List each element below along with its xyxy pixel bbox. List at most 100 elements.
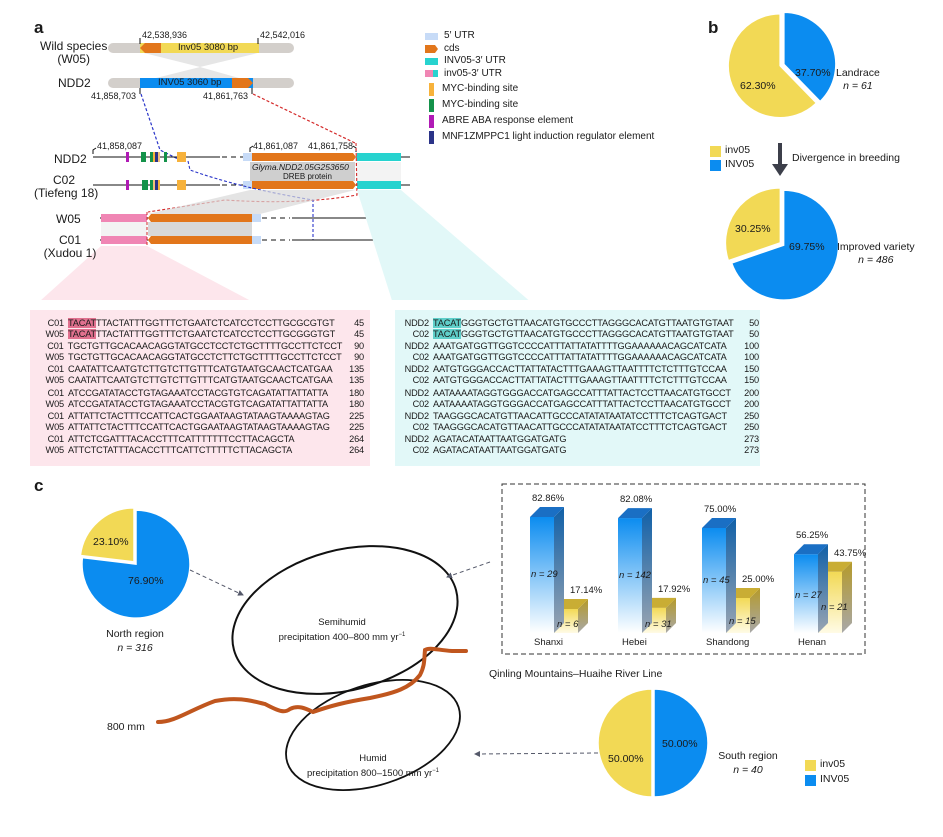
sequence-text: AATGTGGGACCACTTATTATACTTTGAAAGTTAATTTTCT… [433,375,727,386]
sequence-name: NDD2 [404,341,430,352]
province-bar-box [501,483,866,655]
sequence-text: ATTATTCTACTTTCCATTCACTGGAATAAGTATAAGTAAA… [68,421,330,432]
wild-inv-segment [140,43,259,53]
legend-label: ABRE ABA response element [442,115,574,127]
north-n: n = 316 [117,642,153,654]
pink-funnel [41,246,250,300]
sequence-text: AGATACATAATTAATGGATGATG [433,445,567,456]
sequence-text: AAATGATGGTTGGTCCCCATTTATTATATTTTGGAAAAAA… [433,341,727,352]
sequence-position: 180 [349,398,364,409]
bar-INV05 [530,516,554,633]
panel-c-letter: c [34,476,44,495]
sequence: TACATGGGTGCTGTTAACATGTGCCCTTAGGGCACATGTT… [433,318,737,329]
pie-slice-INV05 [783,11,837,103]
pie-north [79,507,191,619]
legend-item: MNF1ZMPPC1 light induction regulator ele… [429,131,654,144]
myc-orange-motif [177,152,186,162]
sequence-name: W05 [45,421,65,432]
abre-swatch-icon [429,115,434,128]
panel-c-diagram [79,483,866,798]
bar-inv05-side [750,588,760,633]
legend-label: inv05-3′ UTR [444,67,503,79]
sequence: ATTATTCTACTTTCCATTCACTGGAATAAGTATAAGTAAA… [68,422,342,433]
legend-item: MYC-binding site [429,99,654,112]
myc-orange-motif [158,180,160,190]
sequence-position: 90 [354,341,364,352]
sequence-name: C02 [412,375,430,386]
sequence-name: NDD2 [404,318,430,328]
sequence-text: AAATGATGGTTGGTCCCCATTTATTATATTTTGGAAAAAA… [433,352,727,363]
landrace-n: n = 61 [843,80,873,92]
semihumid-precip: precipitation 400–800 mm yr [278,632,399,644]
legend-item: 5′ UTR [425,30,654,43]
sequence-text: ATCCGATATACCTGTAGAAATCCTACGTGTCAGATATTAT… [68,398,328,409]
legend-item: INV05-3′ UTR [425,55,654,68]
legend-item: cds [425,43,654,56]
isoline-label: 800 mm [107,721,145,733]
INV05-swatch-icon [710,160,721,171]
bar-INV05-top [618,508,652,519]
north-title: North region [106,628,164,640]
utr5-block [243,181,252,189]
utr3-inv05-swatch-icon [425,70,438,78]
panel-a-diagram [41,38,529,300]
sequence-position: 264 [349,433,364,444]
sequence: AGATACATAATTAATGGATGATG [433,434,737,445]
sequence-text: TTACTATTTGGTTTCTGAATCTCATCCTCCTTGCGCGTGT [96,318,335,328]
sequence-text: GGGTGCTGTTAACATGTGCCCTTAGGGCACATGTTAATGT… [461,329,734,340]
cds-projection-shade [148,190,355,214]
cds-arrow [252,181,356,189]
bar-category-label: Shanxi [534,637,564,648]
sequence-position: 135 [349,375,364,386]
sequence-text: ATTCTCTATTTACACCTTTCATTCTTTTTCTTACAGCTA [68,445,293,456]
wild-inv-label: Inv05 3080 bp [178,42,239,53]
sequence: TGCTGTTGCACAACAGGTATGCCTCCTCTGCTTTTGCCTT… [68,341,343,352]
legend-label: cds [444,42,460,54]
sequence-position: 273 [744,445,759,456]
sequence: TGCTGTTGCACAACAGGTATGCCTCTTCTGCTTTTGCCTT… [68,352,342,363]
pie-improved [724,187,840,301]
bar-category-label: Henan [798,637,826,648]
sequence-position: 200 [744,398,759,409]
sequence-name: NDD2 [404,364,430,375]
myc-orange-swatch-icon [429,83,434,96]
bar-INV05-label: 82.08% [620,494,653,506]
bar-INV05-n: n = 142 [619,569,651,581]
legend-label: MNF1ZMPPC1 light induction regulator ele… [442,131,655,143]
south-INV05-pct: 50.00% [662,738,698,750]
bar-box-arrow [446,561,491,579]
gene-c01-label: C01 [58,233,81,247]
sequence-name: NDD2 [404,433,430,444]
landrace-title: Landrace [836,67,880,79]
sequence-position: 150 [744,375,759,386]
bar-inv05-side [842,561,852,633]
motif-highlight: TACAT [433,329,461,340]
north-INV05-pct: 76.90% [128,575,164,587]
gene-ndd2-label: NDD2 [54,152,87,166]
sequence-name: C02 [412,329,430,340]
sequence-text: TAAGGGCACATGTTAACATTGCCCATATATAATATCCTTT… [433,410,727,421]
humid-region [285,679,461,791]
sequence-name: C01 [47,364,65,375]
north-arrow [189,569,244,596]
legend-INV05-label: INV05 [725,158,755,170]
sequence-position: 50 [749,318,759,328]
sequence-text: AATAAAATAGGTGGGACCATGAGCCATTTATTACTCCTTA… [433,387,731,398]
sequence: ATTATTCTACTTTCCATTCACTGGAATAAGTATAAGTAAA… [68,411,342,422]
INV05-swatch-icon [805,775,816,786]
sequence-text: AGATACATAATTAATGGATGATG [433,433,567,444]
bar-INV05-top [702,518,736,528]
sequence-text: TGCTGTTGCACAACAGGTATGCCTCTTCTGCTTTTGCCTT… [68,352,342,363]
cds-homology-shade [250,162,355,181]
panel-a-letter: a [34,18,44,37]
panel-a-legend: 5′ UTR cds INV05-3′ UTR inv05-3′ UTR MYC… [425,30,654,144]
